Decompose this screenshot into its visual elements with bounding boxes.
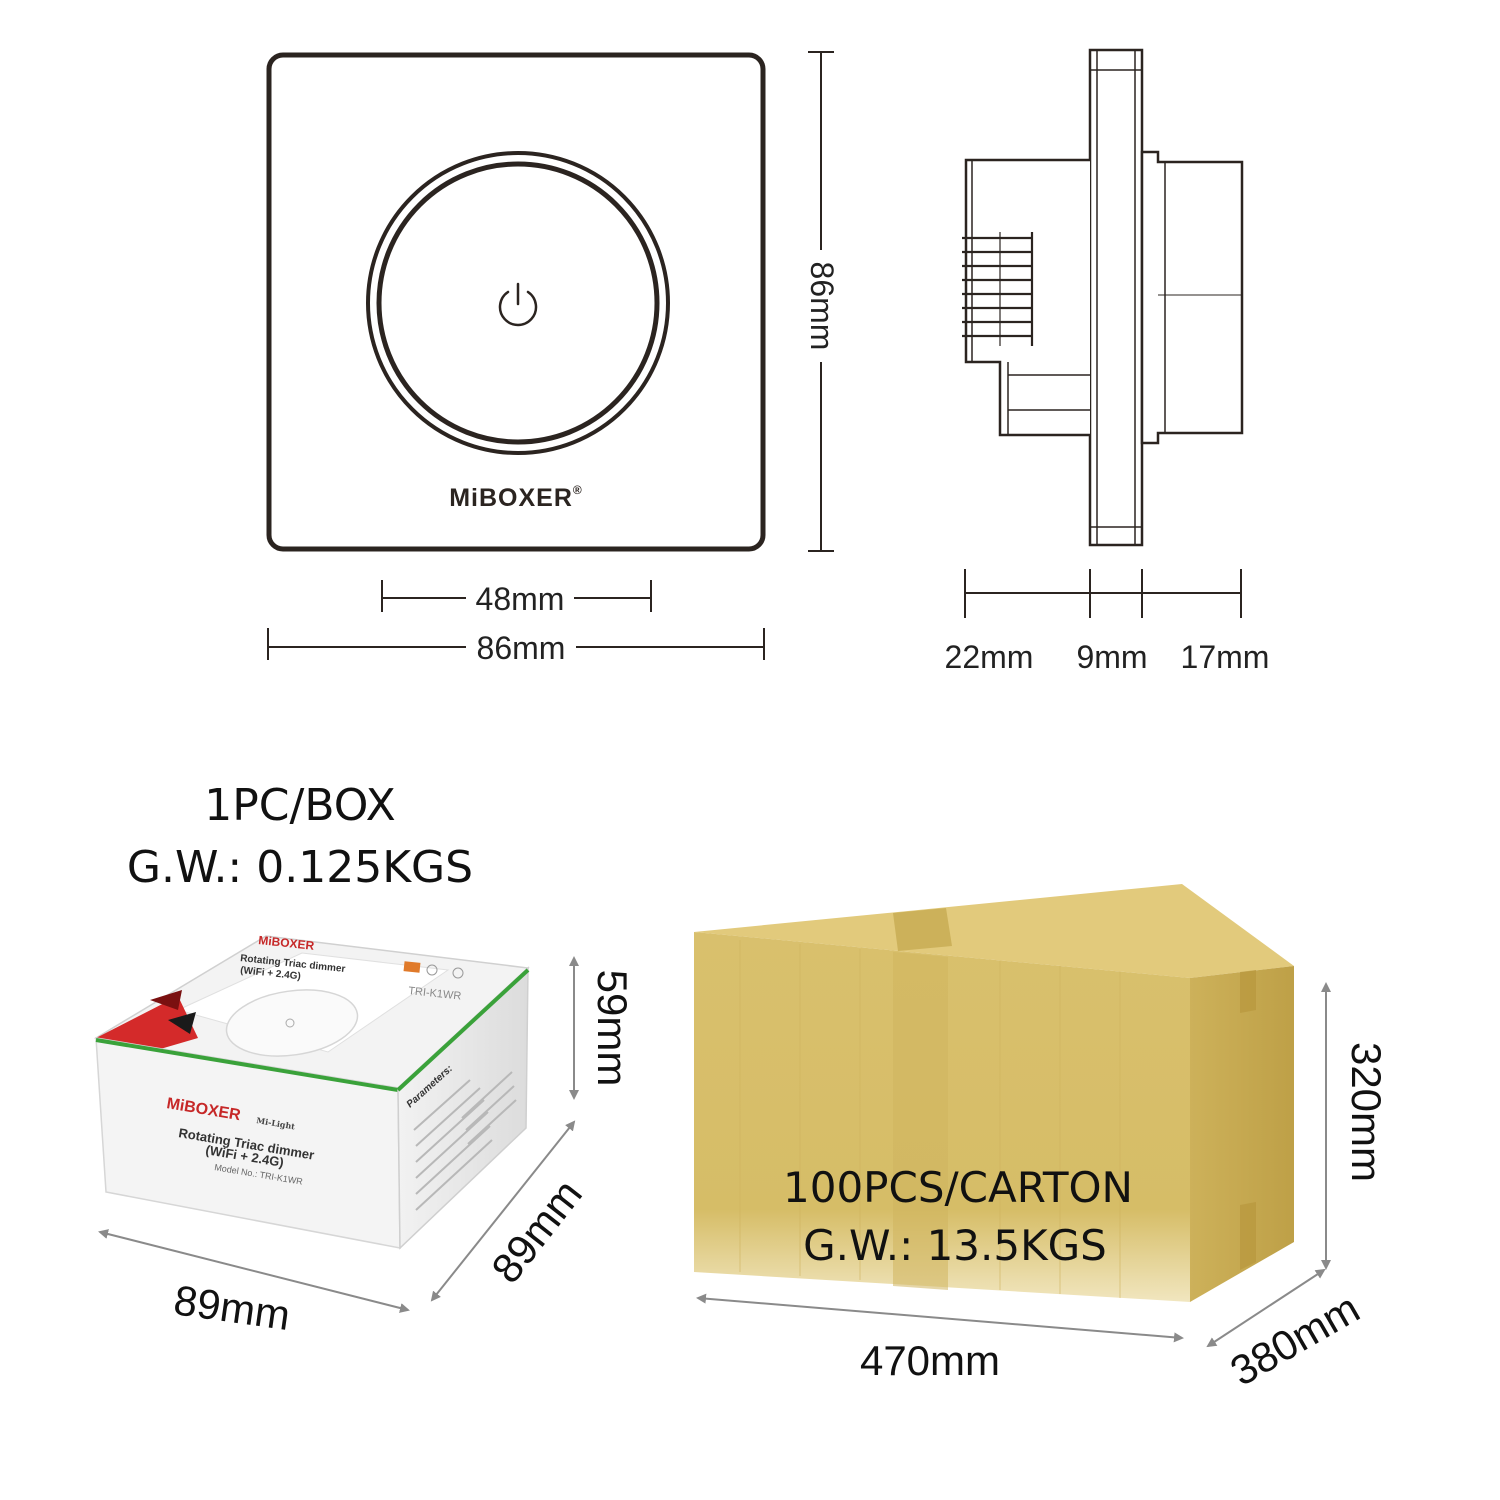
- carton-tape-top: [893, 908, 952, 951]
- carton-height-label: 320mm: [1343, 1042, 1390, 1182]
- knob-width-label: 48mm: [476, 581, 565, 617]
- box-width-arrow: [98, 1229, 410, 1313]
- side-view: [962, 48, 1244, 547]
- box-qty-label: 1PC/BOX: [204, 780, 395, 831]
- carton-depth-label: 380mm: [1222, 1284, 1367, 1395]
- front-width-label: 86mm: [477, 630, 566, 666]
- side-knob: [1140, 150, 1244, 445]
- carton-qty-label: 100PCS/CARTON: [783, 1163, 1133, 1212]
- shipping-carton-illustration: [694, 884, 1294, 1302]
- carton-tape-front: [893, 952, 948, 1290]
- carton-tape-side: [1240, 970, 1256, 1013]
- box-top-model: TRI-K1WR: [408, 985, 462, 1002]
- front-brand-logo: MiBOXER®: [449, 483, 583, 512]
- carton-weight-label: G.W.: 13.5KGS: [803, 1221, 1107, 1270]
- carton-side-face: [1190, 966, 1294, 1302]
- box-depth-arrow: [430, 1120, 576, 1302]
- knob-outer-ring: [366, 151, 670, 455]
- box-top-brand: MiBOXER: [258, 933, 315, 953]
- retail-box-illustration: MiBOXER Rotating Triac dimmer (WiFi + 2.…: [93, 933, 530, 1250]
- box-top-dimmer-image: [225, 989, 359, 1057]
- box-height-label: 59mm: [589, 970, 636, 1087]
- box-width-label: 89mm: [171, 1276, 293, 1339]
- carton-width-label: 470mm: [860, 1337, 1000, 1384]
- front-height-label: 86mm: [804, 262, 840, 351]
- side-depth-label-1: 22mm: [945, 639, 1034, 675]
- side-back-housing: [964, 158, 1090, 437]
- side-terminal-fins: [962, 232, 1034, 346]
- box-green-stripe: [95, 1038, 399, 1092]
- side-depth-label-2: 9mm: [1076, 639, 1147, 675]
- box-top-red-graphic: [96, 996, 198, 1052]
- front-width-dimension: [267, 628, 765, 660]
- carton-depth-arrow: [1206, 1268, 1326, 1348]
- carton-width-arrow: [696, 1293, 1184, 1343]
- box-depth-label: 89mm: [482, 1171, 591, 1292]
- front-view: MiBOXER® 86mm 48mm 86mm: [266, 51, 840, 666]
- side-depth-label-3: 17mm: [1181, 639, 1270, 675]
- carton-top-face: [694, 884, 1294, 978]
- front-height-dimension: [808, 51, 834, 552]
- knob-inner-ring: [376, 161, 660, 445]
- front-panel-outline: [266, 52, 766, 552]
- knob-width-dimension: [381, 580, 652, 612]
- power-icon: [498, 282, 538, 327]
- side-wall-plate: [1088, 48, 1144, 547]
- box-weight-label: G.W.: 0.125KGS: [127, 842, 473, 893]
- side-depth-dimension: [964, 569, 1242, 618]
